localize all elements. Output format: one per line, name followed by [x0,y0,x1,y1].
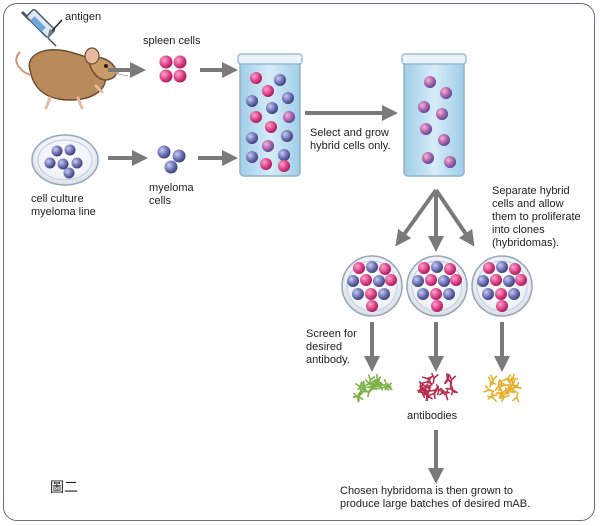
antibodies-label: antibodies [407,410,458,422]
beaker-icon [401,53,467,177]
syringe-icon [20,8,57,47]
antigen-label: antigen [65,11,102,23]
spleen-cells-cluster [159,55,187,83]
antibody-cluster-icon [483,373,522,403]
spleen-cells-label: spleen cells [143,35,201,47]
antibody-cluster-icon [417,372,458,402]
myeloma-cells-cluster [157,145,186,174]
flow-arrows [108,62,510,484]
petri-dish-icon [471,255,533,317]
petri-dish-icon [31,134,99,186]
select-grow-label: Select and grow hybrid cells only. [310,127,391,152]
myeloma-cells-label: myeloma cells [149,182,194,207]
separate-hybrid-label: Separate hybrid cells and allow them to … [492,185,581,249]
figure-frame [3,3,595,521]
petri-dish-icon [406,255,468,317]
chosen-hybridoma-label: Chosen hybridoma is then grown to produc… [340,485,531,510]
beaker-icon [237,53,303,177]
petri-dish-icon [341,255,403,317]
antigen-pointer [47,19,63,36]
antibody-cluster-icon [352,373,393,403]
cell-culture-label: cell culture myeloma line [31,193,96,218]
figure-label: 圖二 [50,480,78,496]
screen-antibody-label: Screen for desired antibody. [306,328,357,366]
mouse-icon [15,47,129,110]
